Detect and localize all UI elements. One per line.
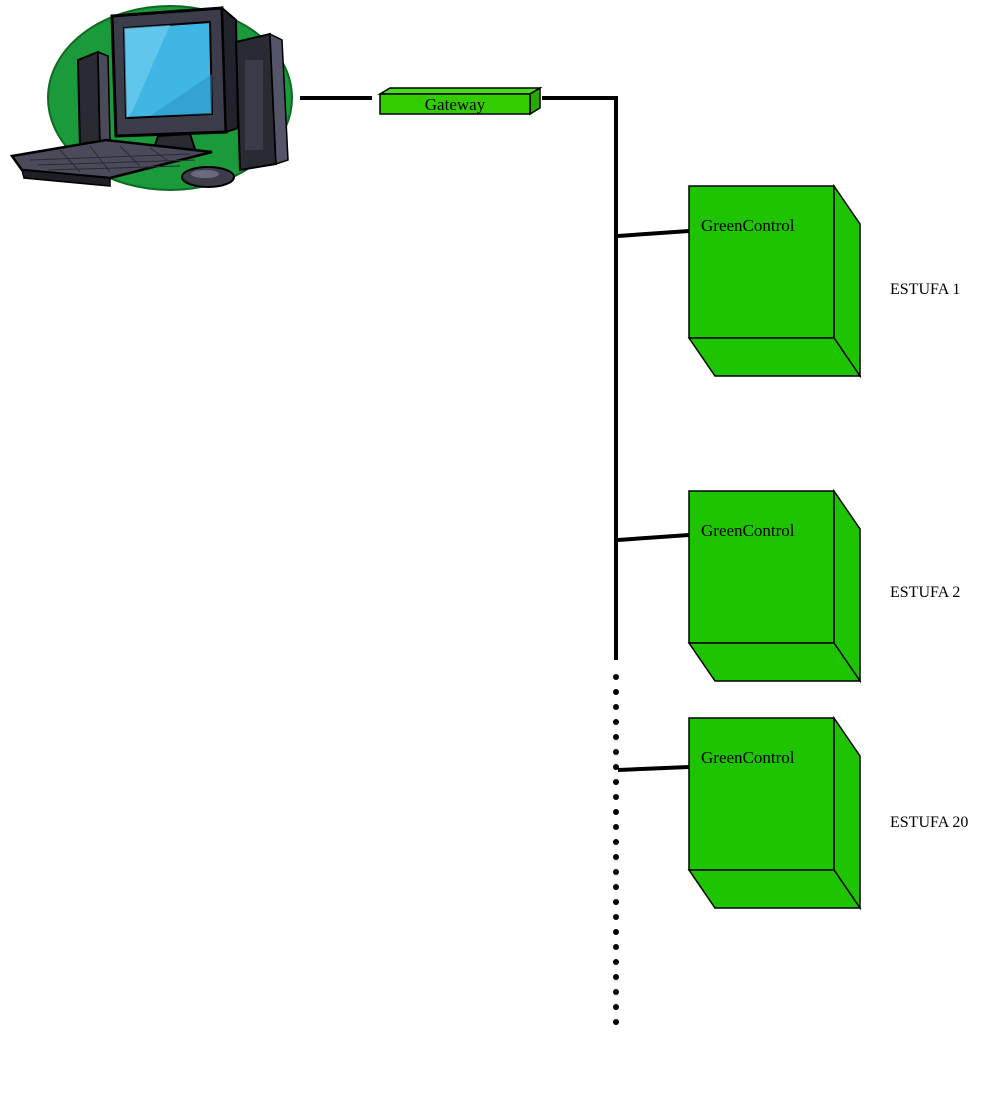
station-label: ESTUFA 20 — [890, 814, 968, 831]
station-label: ESTUFA 1 — [890, 281, 960, 298]
branch-line-2 — [617, 533, 690, 542]
device-label: GreenControl — [701, 216, 795, 235]
greencontrol-device-3[interactable]: GreenControl — [687, 715, 862, 911]
greencontrol-device-2[interactable]: GreenControl — [687, 488, 862, 684]
device-label: GreenControl — [701, 521, 795, 540]
greencontrol-device-1[interactable]: GreenControl — [687, 183, 862, 379]
computer-icon — [9, 5, 293, 191]
gateway-box[interactable]: Gateway — [377, 86, 543, 116]
branch-line-3 — [617, 765, 690, 772]
bus-continuation-dots — [613, 674, 619, 1025]
connection-lines — [300, 96, 690, 772]
gateway-label: Gateway — [425, 95, 486, 114]
branch-line-1 — [617, 229, 690, 238]
station-label: ESTUFA 2 — [890, 584, 960, 601]
device-label: GreenControl — [701, 748, 795, 767]
